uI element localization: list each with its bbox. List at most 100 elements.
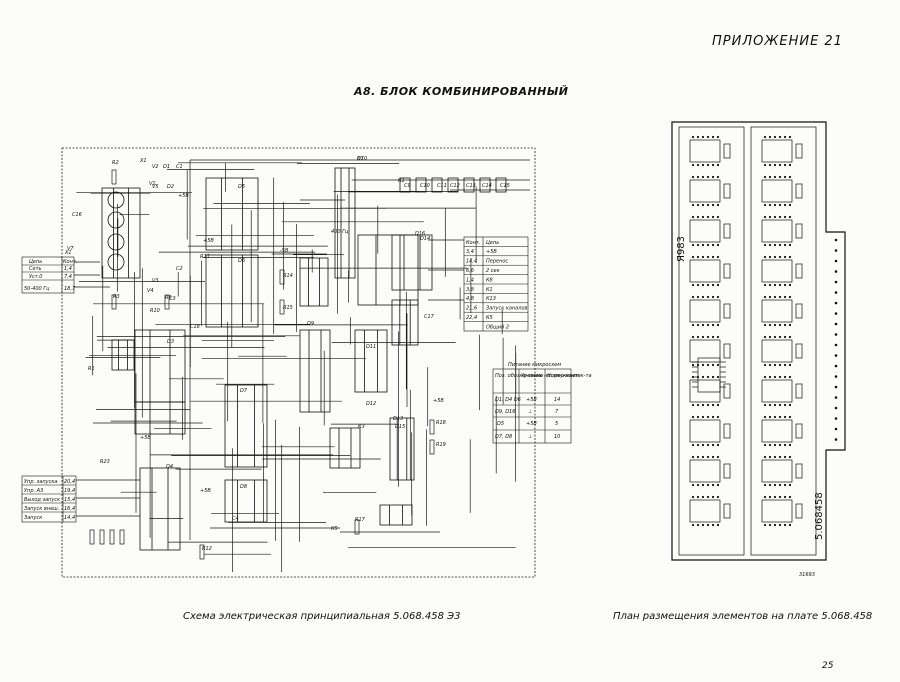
board-pad: [711, 323, 715, 327]
board-pad: [716, 215, 720, 219]
board-pad: [706, 255, 710, 259]
board-pad: [701, 523, 705, 527]
component-label: C1: [176, 164, 183, 170]
component-label: R1: [88, 366, 95, 372]
power-table-cell: D9, D16: [495, 409, 515, 415]
component-label: К1: [398, 178, 405, 184]
board-pad: [788, 215, 792, 219]
board-pad: [701, 375, 705, 379]
board-pad: [696, 363, 700, 367]
component-label: D4: [166, 464, 173, 470]
board-pad: [783, 203, 787, 207]
component-label: X1: [139, 158, 147, 164]
board-pad: [716, 175, 720, 179]
board-pad: [711, 375, 715, 379]
board-pad: [778, 415, 782, 419]
board-resistor: [723, 423, 731, 439]
board-pad: [768, 495, 772, 499]
board-pad: [696, 203, 700, 207]
board-chip: [689, 379, 721, 403]
component-label: R14: [283, 273, 293, 279]
board-pad: [706, 375, 710, 379]
component-label: R11: [200, 254, 210, 260]
board-pad: [711, 215, 715, 219]
board-pad: [716, 243, 720, 247]
power-table-header: Уровень напря-жения: [521, 373, 579, 379]
component-label: R17: [355, 517, 366, 523]
component-label: +5В: [200, 488, 211, 494]
board-pad: [778, 295, 782, 299]
board-pad: [763, 483, 767, 487]
board-chip: [761, 339, 793, 363]
right-table-cell: 6,6: [466, 268, 474, 274]
board-resistor: [723, 143, 731, 159]
edge-pad: [834, 406, 838, 410]
component-label: C16: [72, 212, 82, 218]
power-table-cell: ⊥: [528, 409, 532, 415]
board-pad: [773, 175, 777, 179]
board-pad: [778, 203, 782, 207]
left-table-cell: 18,7: [64, 286, 76, 292]
board-chip: [761, 419, 793, 443]
board-pad: [691, 203, 695, 207]
board-pad: [783, 455, 787, 459]
board-pad: [788, 283, 792, 287]
board-pad: [778, 403, 782, 407]
board-pad: [706, 403, 710, 407]
board-pad: [711, 335, 715, 339]
logic-chip: [299, 329, 331, 413]
board-pad: [773, 443, 777, 447]
board-pad: [691, 495, 695, 499]
board-pad: [773, 215, 777, 219]
board-pad: [763, 415, 767, 419]
board-pad: [701, 203, 705, 207]
board-pad: [763, 135, 767, 139]
board-pad: [768, 415, 772, 419]
board-pad: [778, 215, 782, 219]
board-pad: [773, 523, 777, 527]
board-resistor: [723, 383, 731, 399]
capacitor: [495, 177, 507, 193]
board-resistor: [795, 303, 803, 319]
component-label: R3: [113, 294, 120, 300]
board-pad: [768, 523, 772, 527]
board-pad: [783, 335, 787, 339]
board-pad: [763, 375, 767, 379]
board-pad: [711, 243, 715, 247]
board-pad: [716, 203, 720, 207]
board-pad: [711, 295, 715, 299]
right-table-cell: 22,4: [466, 315, 477, 321]
board-pad: [701, 403, 705, 407]
component-label: -5В: [280, 248, 289, 254]
transistor: [107, 191, 125, 209]
board-pad: [716, 363, 720, 367]
board-pad: [701, 483, 705, 487]
logic-chip: [224, 479, 268, 523]
board-pad: [711, 163, 715, 167]
board-pad: [716, 443, 720, 447]
board-pad: [711, 255, 715, 259]
board-pad: [696, 415, 700, 419]
component-label: D9: [307, 321, 314, 327]
component-label: R12: [202, 546, 212, 552]
board-chip: [689, 219, 721, 243]
component-label: D2: [167, 184, 174, 190]
transistor: [107, 253, 125, 271]
component-label: D15: [395, 424, 405, 430]
edge-pad: [834, 301, 838, 305]
component-label: R5: [165, 295, 172, 301]
edge-pad: [834, 280, 838, 284]
board-chip: [689, 139, 721, 163]
right-table-cell: 1,4: [466, 277, 474, 283]
right-table-cell: +5В: [486, 249, 497, 255]
board-pad: [696, 403, 700, 407]
component-label: D6: [238, 258, 245, 264]
board-pad: [763, 455, 767, 459]
board-pad: [778, 495, 782, 499]
board-stamp: 31693: [799, 572, 815, 578]
resistor: [89, 529, 95, 545]
board-pad: [706, 135, 710, 139]
power-table: [492, 368, 572, 444]
board-pad: [768, 443, 772, 447]
power-table-cell: D1, D4 D6: [495, 397, 521, 403]
